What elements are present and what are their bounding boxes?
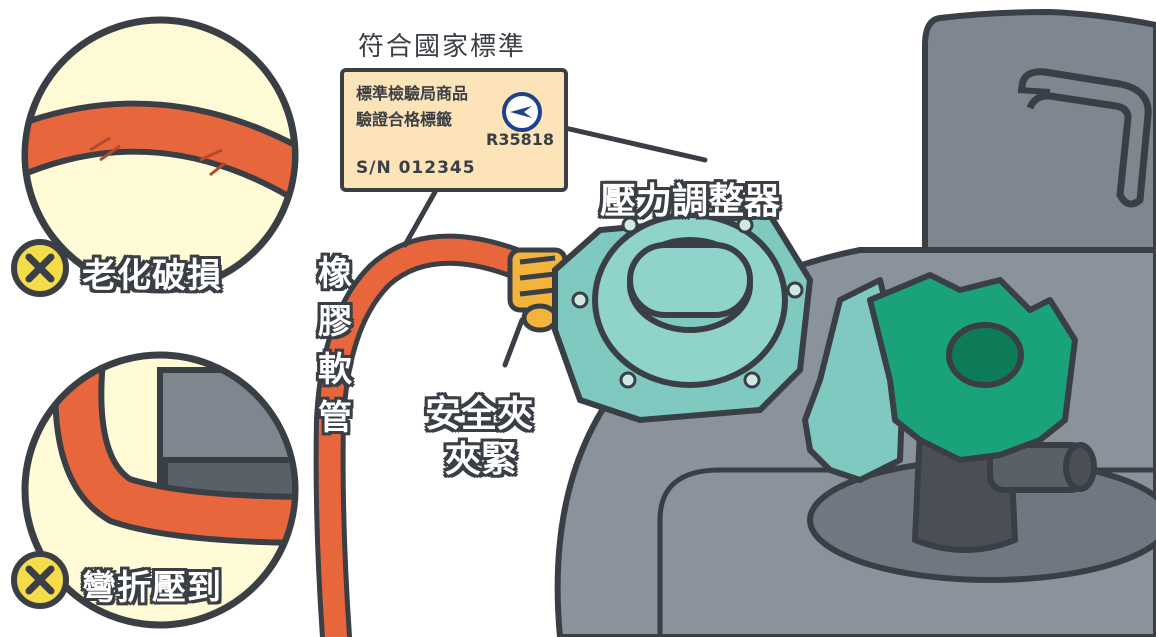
x-mark-icon (11, 239, 69, 297)
warning-aging-circle (21, 16, 299, 294)
hose-char: 橡 (318, 254, 352, 294)
callout-lines (402, 125, 708, 368)
standard-title: 符合國家標準 (358, 32, 527, 62)
cylinder-valve (802, 272, 1097, 553)
cert-line2: 驗證合格標籤 (356, 110, 453, 129)
clamp-label-line2: 夾緊 (445, 439, 518, 480)
pressure-regulator (552, 211, 814, 424)
hose-char: 軟 (318, 350, 352, 390)
x-mark-icon (11, 551, 69, 609)
hose-char: 膠 (318, 302, 352, 342)
hose-label: 橡 膠 軟 管 (318, 250, 352, 442)
cert-code: R35818 (486, 130, 554, 149)
certification-mark-icon (502, 92, 542, 132)
warning-bent-text: 彎折壓到 (82, 568, 222, 608)
serial-number: S/N 012345 (356, 158, 476, 178)
regulator-label: 壓力調整器 (600, 181, 781, 222)
cert-line1: 標準檢驗局商品 (356, 84, 469, 103)
certification-label: 標準檢驗局商品 驗證合格標籤 R35818 S/N 012345 (340, 68, 568, 192)
clamp-label-line1: 安全夾 (425, 394, 534, 435)
safety-clamp (507, 247, 568, 333)
warning-aging-text: 老化破損 (82, 256, 222, 296)
hose-char: 管 (318, 398, 352, 438)
